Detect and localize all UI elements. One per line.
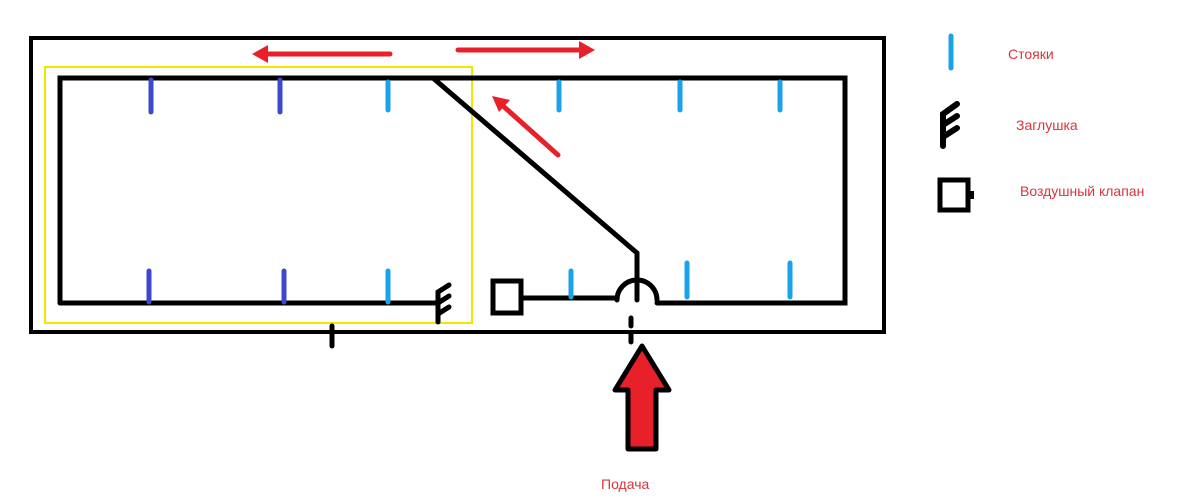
building-outline bbox=[29, 36, 886, 334]
legend-plug-label: Заглушка bbox=[1016, 117, 1078, 133]
legend-plug-icon bbox=[940, 101, 960, 149]
plug-icon bbox=[435, 282, 452, 325]
supply-label: Подача bbox=[601, 476, 650, 492]
air-valve-icon bbox=[490, 278, 524, 316]
supply-arrow bbox=[612, 343, 672, 452]
legend-air-valve-label: Воздушный клапан bbox=[1020, 183, 1145, 199]
flow-arrows bbox=[252, 41, 595, 158]
legend-air-valve-icon bbox=[937, 177, 974, 213]
pipe-loop bbox=[57, 75, 848, 349]
legend-riser-label: Стояки bbox=[1008, 46, 1054, 62]
risers bbox=[146, 77, 793, 305]
highlight-zone bbox=[44, 66, 473, 324]
